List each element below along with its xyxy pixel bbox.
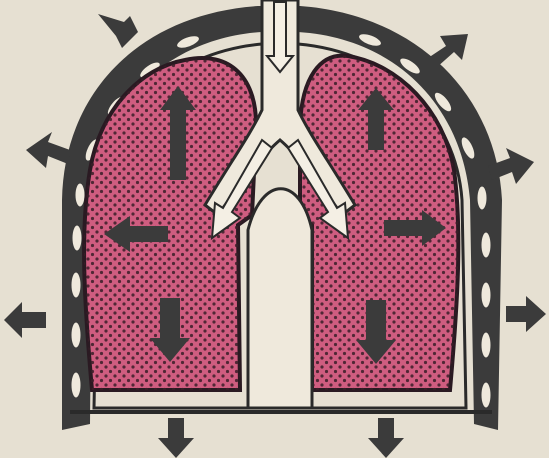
upper-left-arrow-icon xyxy=(26,132,70,168)
mid-right-arrow-icon xyxy=(506,296,546,332)
upper-right-arrow-icon xyxy=(488,148,534,184)
bottom-right-arrow-icon xyxy=(368,418,404,458)
top-right-arrow-icon xyxy=(428,34,468,68)
bottom-left-arrow-icon xyxy=(158,418,194,458)
mediastinum xyxy=(248,189,312,408)
top-left-arrow-icon xyxy=(98,14,138,48)
mid-left-arrow-icon xyxy=(4,302,46,338)
